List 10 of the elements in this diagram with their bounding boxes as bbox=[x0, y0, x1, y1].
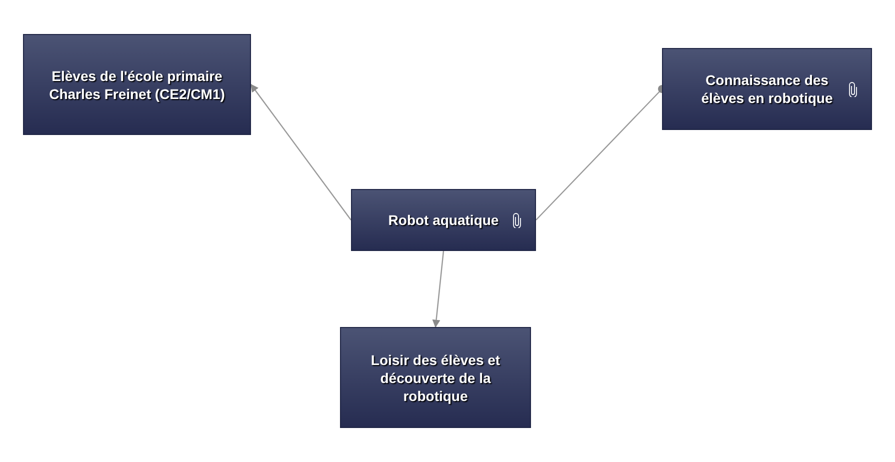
topic-box bbox=[662, 48, 872, 130]
connector bbox=[250, 84, 352, 220]
topic-label: Robot aquatique bbox=[388, 211, 499, 229]
topic-label: Connaissance des élèves en robotique bbox=[700, 71, 834, 107]
topic-box bbox=[340, 327, 531, 428]
topic-box bbox=[23, 34, 251, 135]
topic-label: Loisir des élèves et découverte de la robotique bbox=[370, 350, 502, 404]
connector bbox=[432, 250, 444, 328]
topic-box bbox=[351, 189, 536, 251]
topic-label: Elèves de l'école primaire Charles Freinet (CE2/CM1) bbox=[48, 66, 226, 102]
